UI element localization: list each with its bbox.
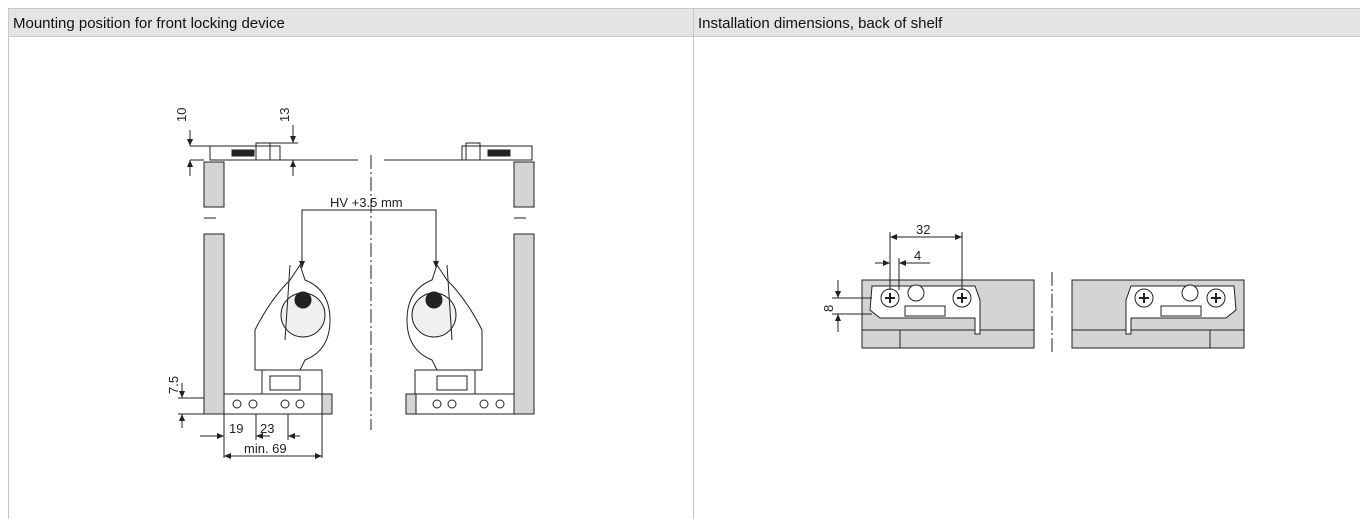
panel-back-of-shelf: Installation dimensions, back of shelf	[694, 8, 1360, 519]
content-table: Mounting position for front locking devi…	[8, 8, 1360, 519]
dim-label-min-69: min. 69	[244, 441, 287, 456]
front-locking-drawing	[178, 125, 535, 459]
mounting-plate-left	[869, 284, 981, 335]
dim-label-hv: HV +3.5 mm	[330, 195, 403, 210]
front-locking-labels: HV +3.5 mm 10 13 7.5 19 23 min. 69	[166, 108, 403, 456]
locking-mechanism-left	[232, 263, 331, 409]
dim-label-32: 32	[916, 222, 930, 237]
panel-title: Installation dimensions, back of shelf	[694, 8, 1360, 37]
panel-front-locking: Mounting position for front locking devi…	[9, 8, 694, 519]
panel-title: Mounting position for front locking devi…	[9, 8, 693, 37]
dim-label-8: 8	[821, 305, 836, 312]
locking-device-top-right	[461, 142, 533, 161]
mounting-plate-right	[1125, 284, 1237, 335]
dim-label-4: 4	[914, 248, 921, 263]
dim-label-7-5: 7.5	[166, 376, 181, 394]
locking-mechanism-right	[406, 263, 505, 409]
dim-label-13: 13	[277, 108, 292, 122]
dim-label-19: 19	[229, 421, 243, 436]
back-of-shelf-drawing	[832, 232, 1245, 355]
back-of-shelf-labels: 32 4 8	[821, 222, 930, 312]
dim-label-23: 23	[260, 421, 274, 436]
dim-label-10: 10	[174, 108, 189, 122]
locking-device-top-left	[209, 142, 281, 161]
